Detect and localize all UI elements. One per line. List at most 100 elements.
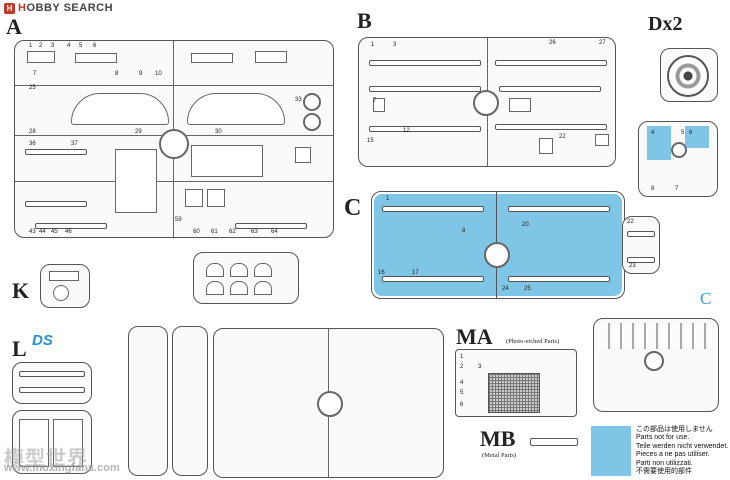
sprue-c-part-number: 22 xyxy=(627,219,634,225)
sprue-ma-part-number: 4 xyxy=(460,380,464,386)
notice-line: 不需要使用的部件 xyxy=(636,468,692,476)
sprue-a-part-number: 33 xyxy=(295,97,302,103)
sprue-a-part-number: 63 xyxy=(251,229,258,235)
sprue-a-part-number: 6 xyxy=(93,43,97,49)
sprue-a-part-number: 30 xyxy=(215,129,222,135)
figure-sprue-hub xyxy=(317,391,343,417)
sprue-b-part-number: 27 xyxy=(599,40,606,46)
notice-line: Teile werden nicht verwendet. xyxy=(636,442,729,450)
sprue-b-label: B xyxy=(357,8,372,33)
notice-line: この部品は使用しません xyxy=(636,426,713,433)
unused-parts-swatch xyxy=(591,426,631,476)
sprue-b-part-number: 12 xyxy=(403,128,410,134)
sprue-a-part-number: 7 xyxy=(33,71,37,77)
sprue-c-part-number: 25 xyxy=(524,286,531,292)
ds-logo: DS xyxy=(32,332,53,349)
sprue-d-part-number: 6 xyxy=(689,130,693,136)
watermark-text: 模型世界 xyxy=(4,448,88,470)
sprue-a-part-number: 43 xyxy=(29,229,36,235)
sprue-c-part-number: 8 xyxy=(462,228,466,234)
sprue-c-part-number: 24 xyxy=(502,286,509,292)
sprue-c-part-number: 1 xyxy=(386,196,390,202)
sprue-ma-part-number: 6 xyxy=(460,402,464,408)
sprue-k-frame xyxy=(40,264,90,308)
notice-line: Pieces a ne pas utiliser. xyxy=(636,451,710,459)
sprue-ma-part-number: 3 xyxy=(478,364,482,370)
sprue-a-part-number: 59 xyxy=(175,217,182,223)
metal-barrel-part xyxy=(530,438,578,446)
sprue-ma-sublabel: (Photo-etched Parts) xyxy=(506,338,560,345)
sprue-ma-label: MA xyxy=(456,324,493,349)
sprue-a-part-number: 61 xyxy=(211,229,218,235)
sprue-b-part-number: 3 xyxy=(393,42,397,48)
sprue-d-part-number: 4 xyxy=(651,130,655,136)
sprue-d-part-number: 5 xyxy=(681,130,685,136)
sprue-k-label: K xyxy=(12,278,30,303)
sprue-mb-label: MB xyxy=(480,426,516,451)
sprue-a-part-number: 2 xyxy=(39,43,43,49)
sprue-a-part-number: 10 xyxy=(155,71,162,77)
sprue-b-frame: 1 3 7 12 15 22 26 27 xyxy=(358,37,616,167)
sprue-a-hub xyxy=(159,129,189,159)
sprue-ma-part-number: 2 xyxy=(460,364,464,370)
sprue-a-part-number: 28 xyxy=(29,129,36,135)
photo-etched-mesh xyxy=(488,373,540,413)
sprue-d-lower-frame: 4 5 6 8 7 xyxy=(638,121,718,197)
sprue-a-part-number: 36 xyxy=(29,141,36,147)
sprue-a-part-number: 4 xyxy=(67,43,71,49)
sprue-a-frame: 1 2 3 4 5 6 7 8 9 10 25 28 29 30 33 36 3… xyxy=(14,40,334,238)
figure-sprue-3 xyxy=(213,328,444,478)
sprue-c-hub xyxy=(484,242,510,268)
sprue-d-label: Dx2 xyxy=(648,13,683,35)
sprue-a-label: A xyxy=(6,14,22,39)
sprue-d-unused-area xyxy=(647,126,671,160)
sprue-d-unused-area xyxy=(685,126,709,148)
sprue-a-part-number: 37 xyxy=(71,141,78,147)
sprue-c-side-frame: 22 23 xyxy=(622,216,660,274)
sprue-ma-part-number: 1 xyxy=(460,354,464,360)
sprue-a-part-number: 8 xyxy=(115,71,119,77)
unused-parts-notice: この部品は使用しません Parts not for use. Teile wer… xyxy=(636,426,728,476)
logo-text: HOBBY SEARCH xyxy=(18,2,114,14)
sprue-c-part-number: 23 xyxy=(629,263,636,269)
sprue-b-part-number: 22 xyxy=(559,134,566,140)
sprue-b-part-number: 7 xyxy=(373,98,377,104)
sprue-c-part-number: 16 xyxy=(378,270,385,276)
sprue-ma-part-number: 5 xyxy=(460,390,464,396)
sprue-l-frame-1 xyxy=(12,362,92,404)
sprue-a-part-number: 44 xyxy=(39,229,46,235)
sprue-c-highlight-label: C xyxy=(700,289,712,308)
watermark-url: www.moxingfans.com xyxy=(4,462,120,474)
sprue-c-right-frame xyxy=(593,318,719,412)
sprue-c-label: C xyxy=(344,195,362,221)
sprue-b-part-number: 1 xyxy=(371,42,375,48)
sprue-b-hub xyxy=(473,90,499,116)
sprue-a-part-number: 25 xyxy=(29,85,36,91)
sprue-a-part-number: 9 xyxy=(139,71,143,77)
sprue-a-part-number: 62 xyxy=(229,229,236,235)
sprue-b-part-number: 26 xyxy=(549,40,556,46)
sprue-a-part-number: 64 xyxy=(271,229,278,235)
sprue-l-label: L xyxy=(12,336,27,361)
sprue-c-part-number: 20 xyxy=(522,222,529,228)
sprue-a-part-number: 46 xyxy=(65,229,72,235)
wheel-icon xyxy=(667,55,709,97)
sprue-mb-sublabel: (Metal Parts) xyxy=(482,452,517,459)
sprue-c-frame: 1 8 16 17 20 24 25 xyxy=(371,191,625,299)
sprue-d-part-number: 8 xyxy=(651,186,655,192)
figure-sprue-2 xyxy=(172,326,208,476)
logo-mark-icon: H xyxy=(4,2,15,14)
hobbysearch-logo: H HOBBY SEARCH xyxy=(4,2,113,14)
sprue-l-frame-2 xyxy=(12,410,92,474)
sprue-d-wheel-frame xyxy=(660,48,718,102)
sprue-small-frame xyxy=(193,252,299,304)
notice-line: Parti non utilizzati. xyxy=(636,459,693,467)
sprue-a-part-number: 1 xyxy=(29,43,33,49)
sprue-a-part-number: 3 xyxy=(51,43,55,49)
sprue-a-part-number: 29 xyxy=(135,129,142,135)
sprue-a-part-number: 45 xyxy=(51,229,58,235)
sprue-a-part-number: 60 xyxy=(193,229,200,235)
notice-line: Parts not for use. xyxy=(636,434,690,442)
sprue-d-part-number: 7 xyxy=(675,186,679,192)
figure-sprue-1 xyxy=(128,326,168,476)
